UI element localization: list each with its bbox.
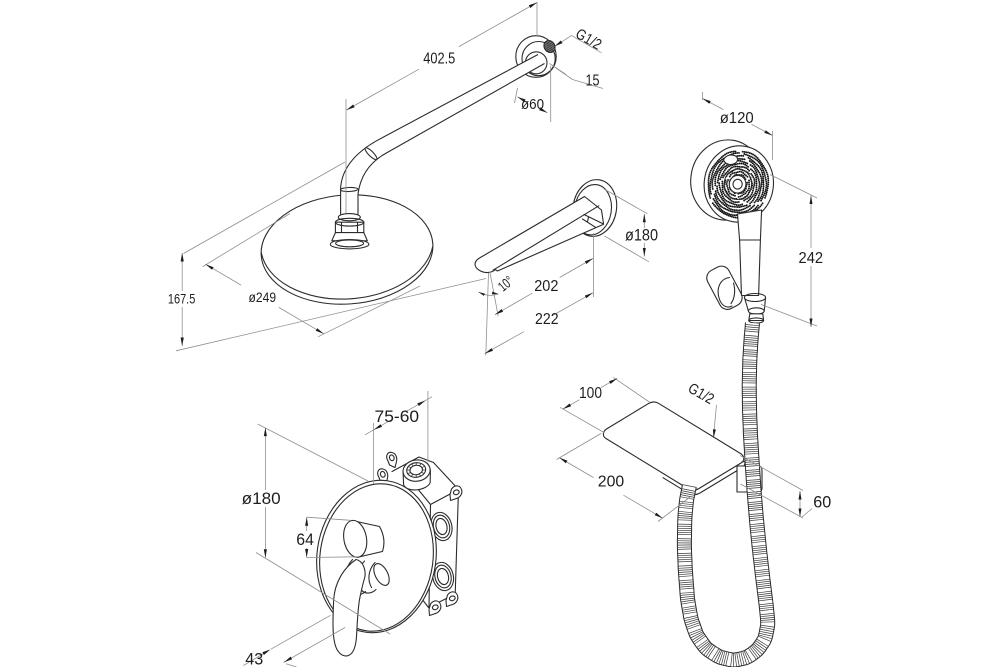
svg-text:100: 100 <box>579 385 602 402</box>
svg-text:ø180: ø180 <box>625 227 658 245</box>
svg-text:167.5: 167.5 <box>168 291 196 307</box>
svg-text:222: 222 <box>535 311 559 328</box>
svg-text:ø249: ø249 <box>249 290 277 305</box>
svg-text:200: 200 <box>598 474 624 491</box>
svg-text:15: 15 <box>586 73 600 90</box>
svg-text:ø180: ø180 <box>242 489 281 508</box>
svg-text:ø120: ø120 <box>720 110 754 127</box>
svg-text:202: 202 <box>534 278 558 295</box>
svg-text:ø60: ø60 <box>521 96 544 113</box>
svg-text:242: 242 <box>799 250 824 267</box>
svg-text:75-60: 75-60 <box>375 408 420 426</box>
svg-text:60: 60 <box>813 494 831 512</box>
svg-text:64: 64 <box>296 530 314 549</box>
svg-text:402.5: 402.5 <box>423 51 455 68</box>
svg-text:43: 43 <box>245 649 263 667</box>
